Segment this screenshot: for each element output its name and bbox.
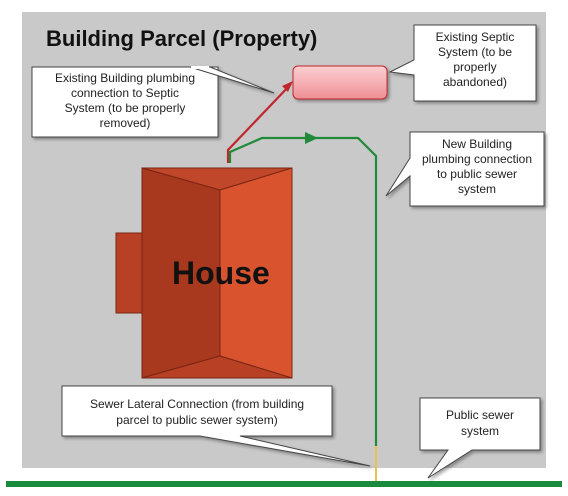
callout-lateral-line-2: parcel to public sewer system)	[116, 413, 277, 427]
house-side-wing	[115, 232, 147, 314]
house-label: House	[172, 255, 270, 291]
callout-existing-plumbing	[31, 66, 275, 138]
callout-lateral-line-1: Sewer Lateral Connection (from building	[90, 397, 304, 411]
old-plumbing-arrowhead	[282, 81, 293, 92]
septic-tank	[292, 65, 388, 100]
callout-new-plumbing-line-2: plumbing connection	[422, 152, 532, 166]
callout-septic-line-1: Existing Septic	[436, 30, 515, 44]
callout-septic-line-2: System (to be	[438, 45, 512, 59]
callout-new-plumbing-line-3: to public sewer	[437, 167, 517, 181]
callout-new-plumbing	[385, 131, 545, 207]
public-sewer-main	[6, 481, 562, 487]
callout-existing-plumbing-line-3: System (to be properly	[65, 101, 186, 115]
callout-public-sewer-line-2: system	[461, 424, 499, 438]
house: House	[115, 167, 293, 379]
callout-existing-plumbing-line-2: connection to Septic	[71, 86, 179, 100]
new-plumbing-arrowhead	[305, 132, 318, 144]
callout-existing-plumbing-line-4: removed)	[100, 116, 151, 130]
callout-septic-line-4: abandoned)	[443, 75, 507, 89]
parcel-title: Building Parcel (Property)	[46, 26, 317, 51]
callout-septic-line-3: properly	[453, 60, 496, 74]
callout-new-plumbing-line-4: system	[458, 182, 496, 196]
callout-septic	[388, 24, 537, 102]
callout-lateral	[61, 385, 371, 467]
callout-public-sewer-line-1: Public sewer	[446, 408, 514, 422]
callout-existing-plumbing-line-1: Existing Building plumbing	[55, 71, 195, 85]
house-roof-bottom	[141, 355, 293, 379]
callout-new-plumbing-line-1: New Building	[442, 137, 512, 151]
old-plumbing-pipe	[226, 83, 292, 163]
callout-public-sewer	[419, 397, 541, 479]
